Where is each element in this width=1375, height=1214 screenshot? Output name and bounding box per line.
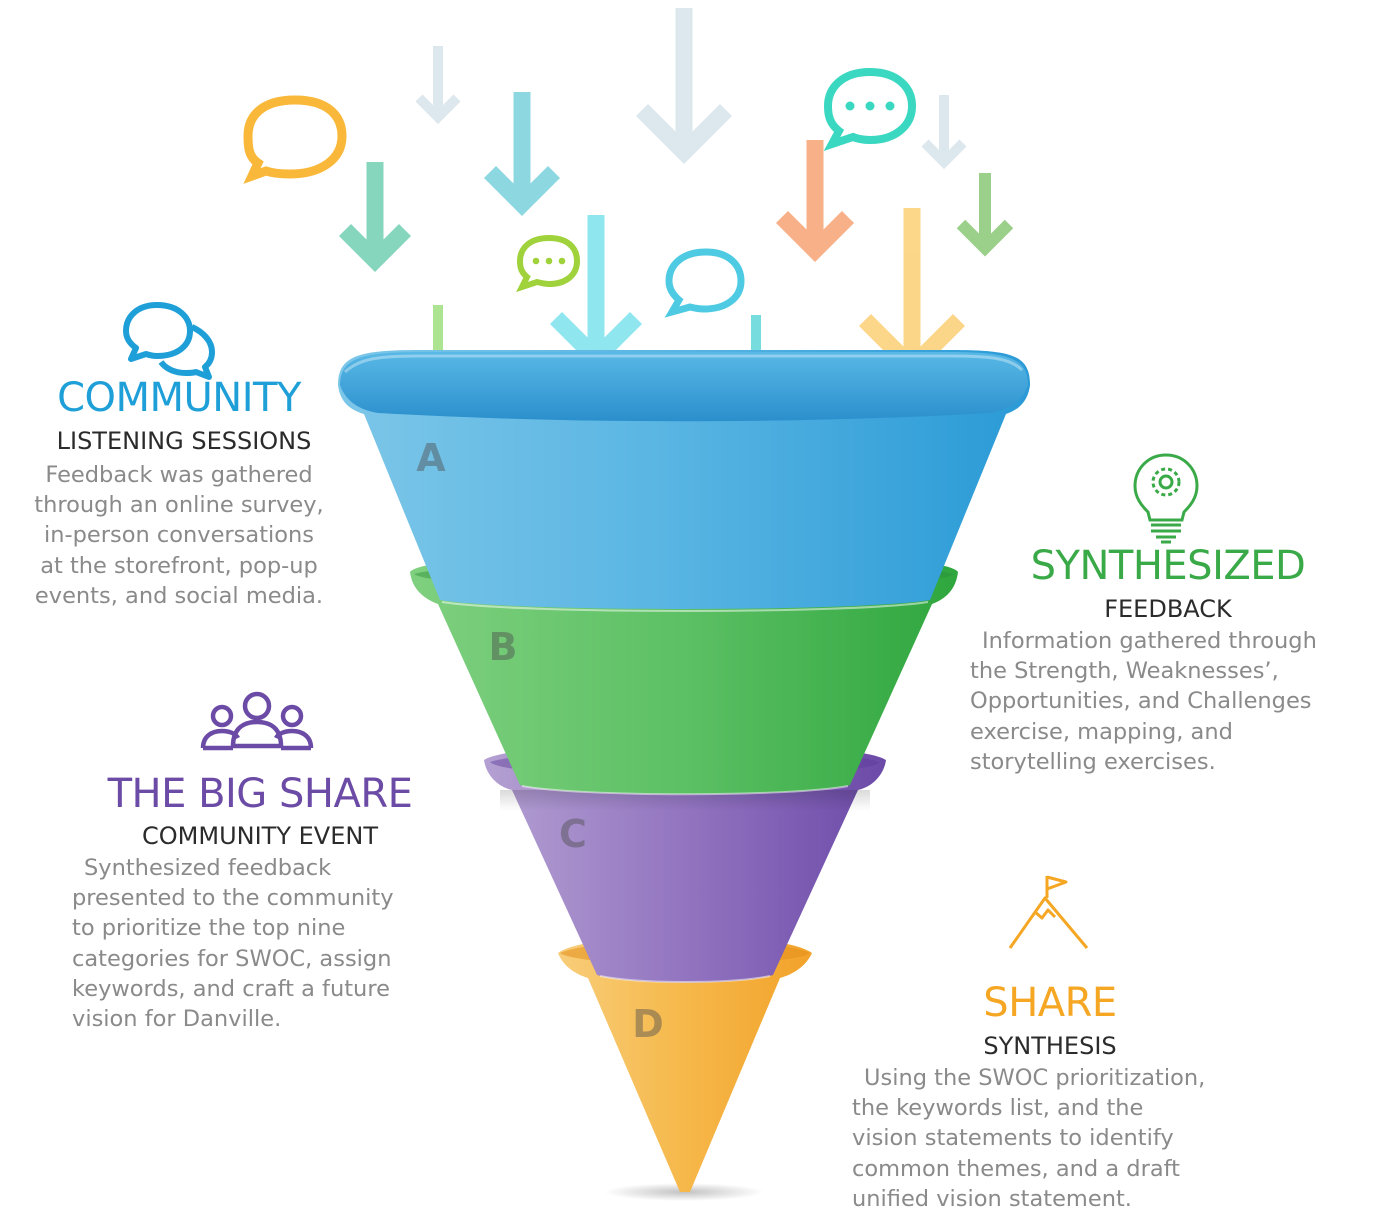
description-line: at the storefront, pop-up (40, 552, 318, 579)
speech-bubbles-icon (123, 302, 215, 380)
stage-title-share: SHARE (983, 980, 1117, 1026)
lightbulb-gear-icon (1133, 453, 1199, 544)
down-arrow-icon (775, 140, 855, 263)
description-line: Synthesized feedback (84, 855, 332, 881)
speech-bubble-orange-icon (243, 95, 347, 184)
stage-share: SHARE SYNTHESIS Using the SWOC prioritiz… (850, 983, 1250, 1214)
stage-subtitle-big-share: COMMUNITY EVENT (142, 822, 378, 850)
description-line: unified vision statement. (852, 1185, 1132, 1212)
description-line: Using the SWOC prioritization, (864, 1065, 1206, 1091)
description-line: common themes, and a draft (852, 1155, 1180, 1182)
funnel: A B C D (338, 350, 1030, 1201)
funnel-letter-c: C (559, 812, 587, 856)
funnel-segment-c (484, 743, 886, 983)
description-line: the keywords list, and the (852, 1095, 1144, 1122)
funnel-rim-highlights (441, 601, 929, 983)
description-line: events, and social media. (34, 582, 324, 609)
description-line: presented to the community (72, 885, 394, 912)
down-arrow-icon (921, 95, 967, 170)
stage-description-synthesized: Information gathered through the Strengt… (968, 626, 1368, 777)
description-line: the Strength, Weaknesses’, (970, 658, 1279, 685)
description-line: vision for Danville. (72, 1006, 282, 1033)
funnel-letter-a: A (416, 436, 446, 480)
down-arrow-icon (858, 208, 966, 380)
stage-title-synthesized: SYNTHESIZED (1030, 543, 1306, 589)
description-line: categories for SWOC, assign (72, 945, 392, 972)
description-line: Feedback was gathered (45, 462, 313, 488)
stage-community: COMMUNITY LISTENING SESSIONS Feedback wa… (14, 378, 344, 611)
stage-synthesized: SYNTHESIZED FEEDBACK Information gathere… (968, 546, 1368, 777)
down-arrow-icon (635, 8, 733, 165)
description-line: in-person conversations (43, 522, 315, 549)
speech-bubble-cyan-icon (664, 248, 745, 318)
description-line: through an online survey, (34, 492, 324, 519)
stage-title-big-share: THE BIG SHARE (107, 771, 413, 817)
funnel-segment-a (338, 350, 1030, 609)
mountain-flag-icon (1008, 875, 1089, 949)
description-line: exercise, mapping, and (970, 718, 1233, 745)
stage-subtitle-community: LISTENING SESSIONS (56, 427, 312, 455)
funnel-letter-b: B (489, 625, 518, 669)
people-group-icon (200, 691, 314, 751)
description-line: keywords, and craft a future (72, 975, 390, 1002)
down-arrow-icon (483, 92, 561, 217)
down-arrow-icon (415, 46, 461, 125)
stage-subtitle-synthesized: FEEDBACK (1104, 595, 1232, 623)
stage-big-share: THE BIG SHARE COMMUNITY EVENT Synthesize… (70, 774, 450, 1034)
speech-bubble-green-icon (516, 234, 581, 293)
stage-description-community: Feedback was gathered through an online … (14, 460, 344, 611)
description-line: storytelling exercises. (970, 748, 1216, 775)
stage-description-big-share: Synthesized feedback presented to the co… (70, 853, 450, 1034)
down-arrow-icon (956, 173, 1014, 257)
falling-arrows (338, 8, 1014, 403)
description-line: Opportunities, and Challenges (970, 688, 1312, 715)
description-line: vision statements to identify (852, 1125, 1174, 1152)
down-arrow-icon (549, 215, 643, 371)
funnel-letter-d: D (632, 1002, 664, 1046)
down-arrow-icon (338, 162, 412, 273)
speech-bubble-teal-icon (823, 67, 917, 151)
description-line: Information gathered through (982, 628, 1317, 654)
stage-description-share: Using the SWOC prioritization, the keywo… (850, 1063, 1250, 1214)
stage-subtitle-share: SYNTHESIS (983, 1032, 1117, 1060)
stage-title-community: COMMUNITY (57, 375, 301, 421)
description-line: to prioritize the top nine (72, 915, 346, 942)
